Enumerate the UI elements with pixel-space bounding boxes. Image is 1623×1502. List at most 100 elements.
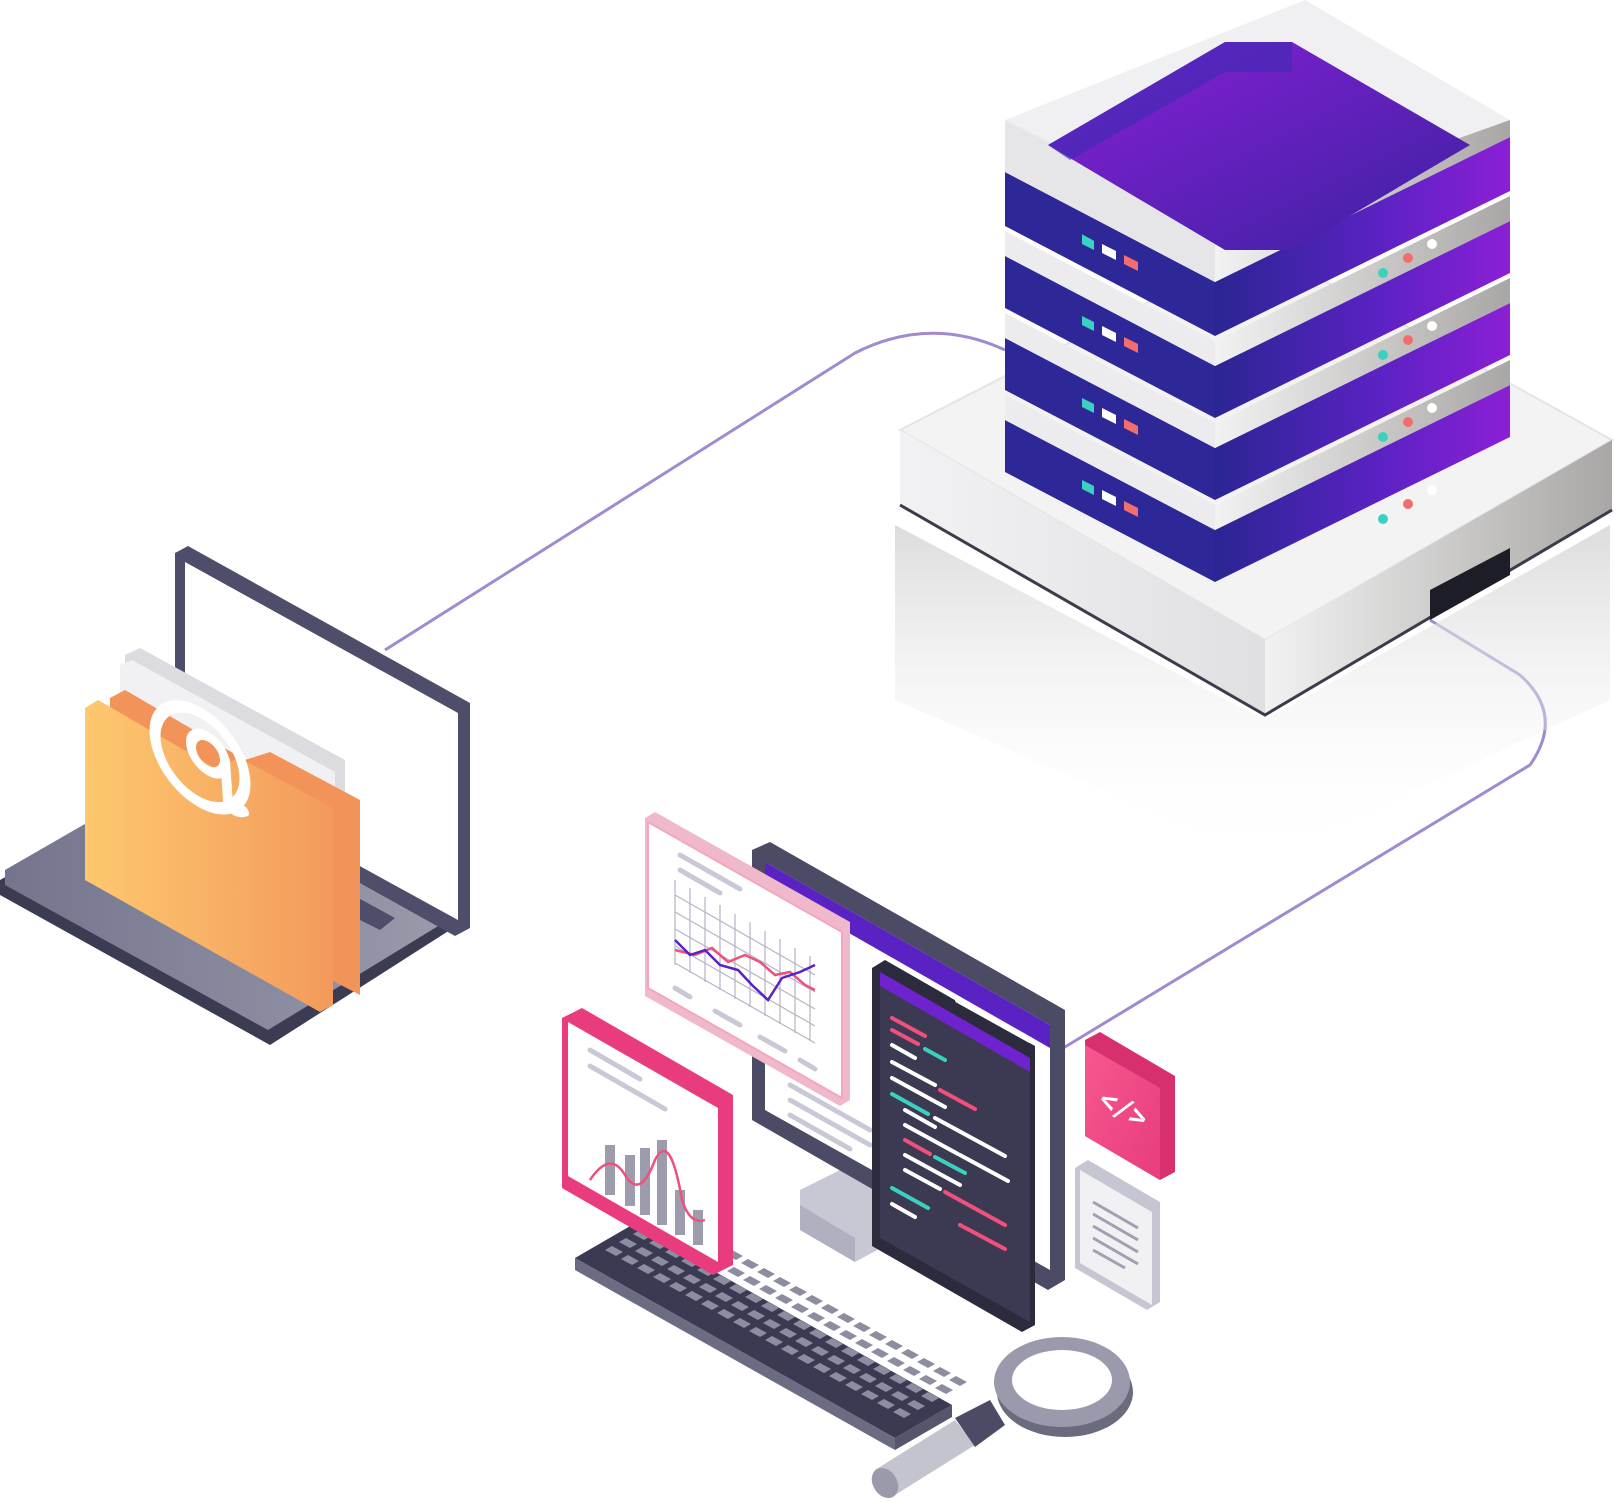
email-folder: [85, 648, 360, 1012]
keyboard-key: [905, 1383, 923, 1393]
keyboard-key: [891, 1391, 909, 1401]
keyboard-key: [789, 1286, 807, 1296]
keyboard-key: [791, 1303, 809, 1313]
bar-chart-wave: [588, 1149, 706, 1223]
keyboard-key: [877, 1399, 895, 1409]
keyboard-key: [845, 1381, 863, 1391]
document-card: [1075, 1160, 1160, 1310]
server-shadow: [895, 525, 1610, 860]
keyboard-key: [681, 1257, 699, 1267]
keyboard-key: [765, 1336, 783, 1346]
keyboard-key: [733, 1318, 751, 1328]
keyboard-key: [921, 1392, 939, 1402]
keyboard-key: [669, 1282, 687, 1292]
keyboard-key: [701, 1300, 719, 1310]
keyboard-key: [805, 1295, 823, 1305]
keyboard-key: [743, 1276, 761, 1286]
keyboard-key: [823, 1321, 841, 1331]
keyboard-key: [889, 1374, 907, 1384]
keyboard-key: [763, 1319, 781, 1329]
bar-chart-card: [562, 1008, 733, 1275]
code-badge[interactable]: </>: [1085, 1032, 1175, 1180]
keyboard-key: [683, 1274, 701, 1284]
keyboard-key: [729, 1284, 747, 1294]
keyboard-key: [781, 1345, 799, 1355]
at-sign-icon: [149, 700, 251, 818]
keyboard-key: [715, 1292, 733, 1302]
keyboard-key: [813, 1363, 831, 1373]
keyboard-key: [759, 1285, 777, 1295]
keyboard-key: [637, 1264, 655, 1274]
search-icon[interactable]: [866, 1337, 1133, 1502]
status-lights-row-3: [1082, 398, 1437, 442]
keyboard-key: [745, 1293, 763, 1303]
keyboard-key: [665, 1248, 683, 1258]
keyboard-key: [871, 1348, 889, 1358]
monitor-text-lines: [787, 1082, 873, 1152]
keyboard-key: [651, 1256, 669, 1266]
keyboard-key: [699, 1283, 717, 1293]
keyboard-key: [919, 1375, 937, 1385]
keyboard-key: [775, 1294, 793, 1304]
keyboard-key: [843, 1364, 861, 1374]
server-base-port: [1430, 548, 1510, 620]
keyboard-key: [633, 1230, 651, 1240]
keyboard-key: [621, 1255, 639, 1265]
keyboard-key: [777, 1311, 795, 1321]
keyboard-key: [837, 1313, 855, 1323]
keyboard-key: [811, 1346, 829, 1356]
keyboard-key: [717, 1309, 735, 1319]
keyboard-key: [795, 1337, 813, 1347]
keyboard-key: [935, 1384, 953, 1394]
code-window: [872, 960, 1035, 1332]
keyboard-key: [853, 1322, 871, 1332]
keyboard-key: [731, 1301, 749, 1311]
server-status-lights: [1082, 234, 1437, 524]
keyboard-key: [757, 1268, 775, 1278]
keyboard-key: [887, 1357, 905, 1367]
code-lines: [890, 1016, 1010, 1251]
keyboard-key: [685, 1291, 703, 1301]
keyboard-key: [727, 1267, 745, 1277]
keyboard-key: [649, 1239, 667, 1249]
keyboard-key: [829, 1372, 847, 1382]
keyboard-key: [839, 1330, 857, 1340]
status-lights-row-2: [1082, 316, 1437, 360]
line-chart-card: [645, 812, 850, 1106]
keyboard-key: [917, 1358, 935, 1368]
keyboard-key: [635, 1247, 653, 1257]
server-stack: [895, 0, 1615, 860]
keyboard-key: [807, 1312, 825, 1322]
keyboard-key: [885, 1340, 903, 1350]
status-lights-row-4: [1082, 480, 1437, 524]
keyboard-key: [749, 1327, 767, 1337]
keyboard: [575, 1214, 967, 1450]
status-lights-row-1: [1082, 234, 1437, 278]
keyboard-key: [875, 1382, 893, 1392]
keyboard-key: [741, 1259, 759, 1269]
keyboard-key: [869, 1331, 887, 1341]
keyboard-key: [827, 1355, 845, 1365]
keyboard-key: [825, 1338, 843, 1348]
keyboard-key: [949, 1376, 967, 1386]
magnifier-handle: [871, 1400, 1005, 1498]
keyboard-key: [841, 1347, 859, 1357]
keyboard-key: [667, 1265, 685, 1275]
keyboard-key: [619, 1238, 637, 1248]
keyboard-key: [605, 1246, 623, 1256]
keyboard-key: [907, 1400, 925, 1410]
document-icon: [1092, 1200, 1139, 1270]
keyboard-key: [713, 1275, 731, 1285]
keyboard-key: [747, 1310, 765, 1320]
chart-grid: [674, 880, 816, 1044]
connector-line-laptop-server: [384, 331, 1006, 652]
keyboard-key: [779, 1328, 797, 1338]
keyboard-key: [873, 1365, 891, 1375]
chart-line-purple: [674, 939, 816, 1002]
keyboard-key: [821, 1304, 839, 1314]
keyboard-key: [855, 1339, 873, 1349]
keyboard-key: [809, 1329, 827, 1339]
keyboard-key: [859, 1373, 877, 1383]
keyboard-key: [903, 1366, 921, 1376]
